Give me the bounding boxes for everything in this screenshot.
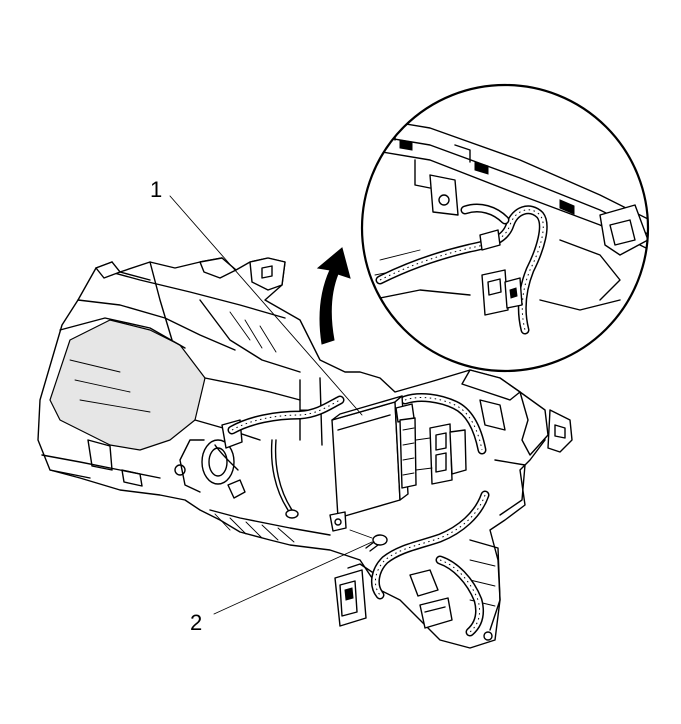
detail-inset: [360, 83, 650, 373]
leader-lines: [169, 195, 373, 615]
harness-connectors: [415, 423, 467, 485]
control-module: [329, 395, 417, 532]
lower-connector: [334, 563, 453, 629]
wiring-harness: [214, 393, 490, 637]
detail-arrow: [316, 247, 351, 345]
callout-1: 1: [150, 177, 162, 202]
callout-2: 2: [190, 610, 202, 635]
fastener-bolt: [349, 529, 388, 552]
instrument-panel-carrier: [37, 257, 573, 649]
